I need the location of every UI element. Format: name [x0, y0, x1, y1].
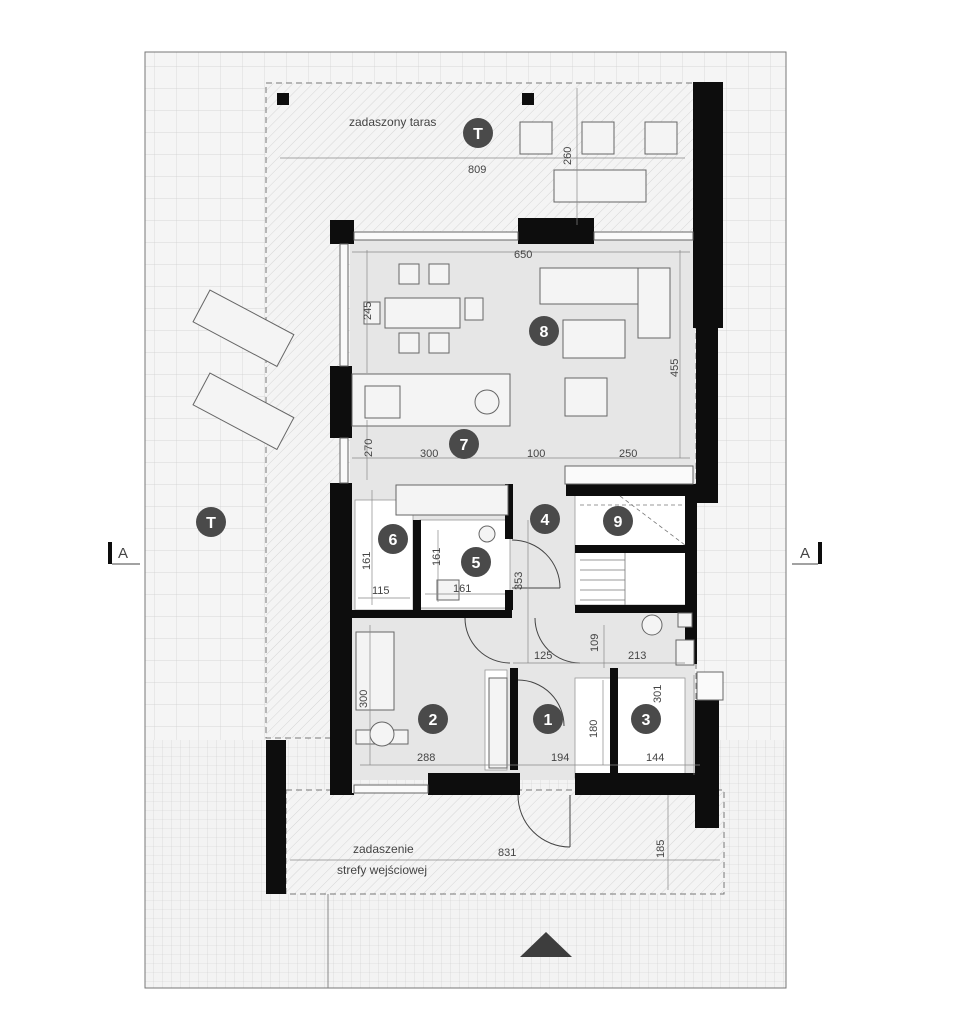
dimension-values: 809 260 650 245 455 270 300 100 250 161 …: [358, 147, 681, 859]
svg-text:161: 161: [431, 548, 443, 566]
svg-text:455: 455: [669, 359, 681, 377]
svg-text:A: A: [118, 545, 128, 562]
svg-text:8: 8: [540, 324, 549, 341]
svg-text:T: T: [206, 515, 216, 532]
entrance-arrow-icon: [520, 932, 572, 957]
terrace-label: zadaszony taras: [349, 115, 436, 129]
svg-text:2: 2: [429, 712, 438, 729]
svg-text:245: 245: [362, 302, 374, 320]
svg-text:301: 301: [652, 685, 664, 703]
svg-text:5: 5: [472, 555, 481, 572]
svg-text:115: 115: [372, 585, 390, 597]
svg-text:250: 250: [619, 448, 637, 460]
svg-text:3: 3: [642, 712, 651, 729]
room-badge-2: 2: [418, 704, 448, 734]
room-badge-1: 1: [533, 704, 563, 734]
svg-text:144: 144: [646, 752, 664, 764]
svg-text:194: 194: [551, 752, 569, 764]
svg-text:9: 9: [614, 514, 623, 531]
living-furniture: [351, 263, 695, 769]
svg-text:270: 270: [363, 439, 375, 457]
svg-text:161: 161: [361, 552, 373, 570]
svg-text:A: A: [800, 545, 810, 562]
svg-text:300: 300: [420, 448, 438, 460]
svg-text:7: 7: [460, 437, 469, 454]
entrance-label-1: zadaszenie: [353, 842, 414, 856]
walls: [266, 82, 723, 894]
room-badge-terrace-top: T: [463, 118, 493, 148]
room-badge-6: 6: [378, 524, 408, 554]
svg-text:831: 831: [498, 847, 516, 859]
room-badge-4: 4: [530, 504, 560, 534]
svg-text:100: 100: [527, 448, 545, 460]
svg-text:T: T: [473, 126, 483, 143]
svg-text:4: 4: [541, 512, 550, 529]
svg-text:353: 353: [513, 572, 525, 590]
svg-text:650: 650: [514, 249, 532, 261]
svg-text:185: 185: [655, 840, 667, 858]
stairs: [580, 495, 686, 605]
entrance-label-2: strefy wejściowej: [337, 863, 427, 877]
room-badge-9: 9: [603, 506, 633, 536]
svg-text:125: 125: [534, 650, 552, 662]
svg-text:213: 213: [628, 650, 646, 662]
svg-text:161: 161: [453, 583, 471, 595]
svg-text:288: 288: [417, 752, 435, 764]
room-badge-terrace-left: T: [196, 507, 226, 537]
section-marker-left: A: [108, 542, 140, 565]
svg-text:809: 809: [468, 164, 486, 176]
section-marker-right: A: [792, 542, 822, 565]
door-swings: [464, 539, 581, 848]
room-badge-8: 8: [529, 316, 559, 346]
dimension-lines: [280, 88, 720, 890]
svg-text:180: 180: [588, 720, 600, 738]
entrance-canopy: [285, 789, 725, 988]
windows: [339, 231, 724, 794]
room-badge-5: 5: [461, 547, 491, 577]
room-badge-3: 3: [631, 704, 661, 734]
svg-text:6: 6: [389, 532, 398, 549]
room-badge-7: 7: [449, 429, 479, 459]
svg-text:109: 109: [589, 634, 601, 652]
terrace-furniture: [192, 121, 678, 451]
svg-text:300: 300: [358, 690, 370, 708]
svg-text:1: 1: [544, 712, 553, 729]
svg-text:260: 260: [562, 147, 574, 165]
